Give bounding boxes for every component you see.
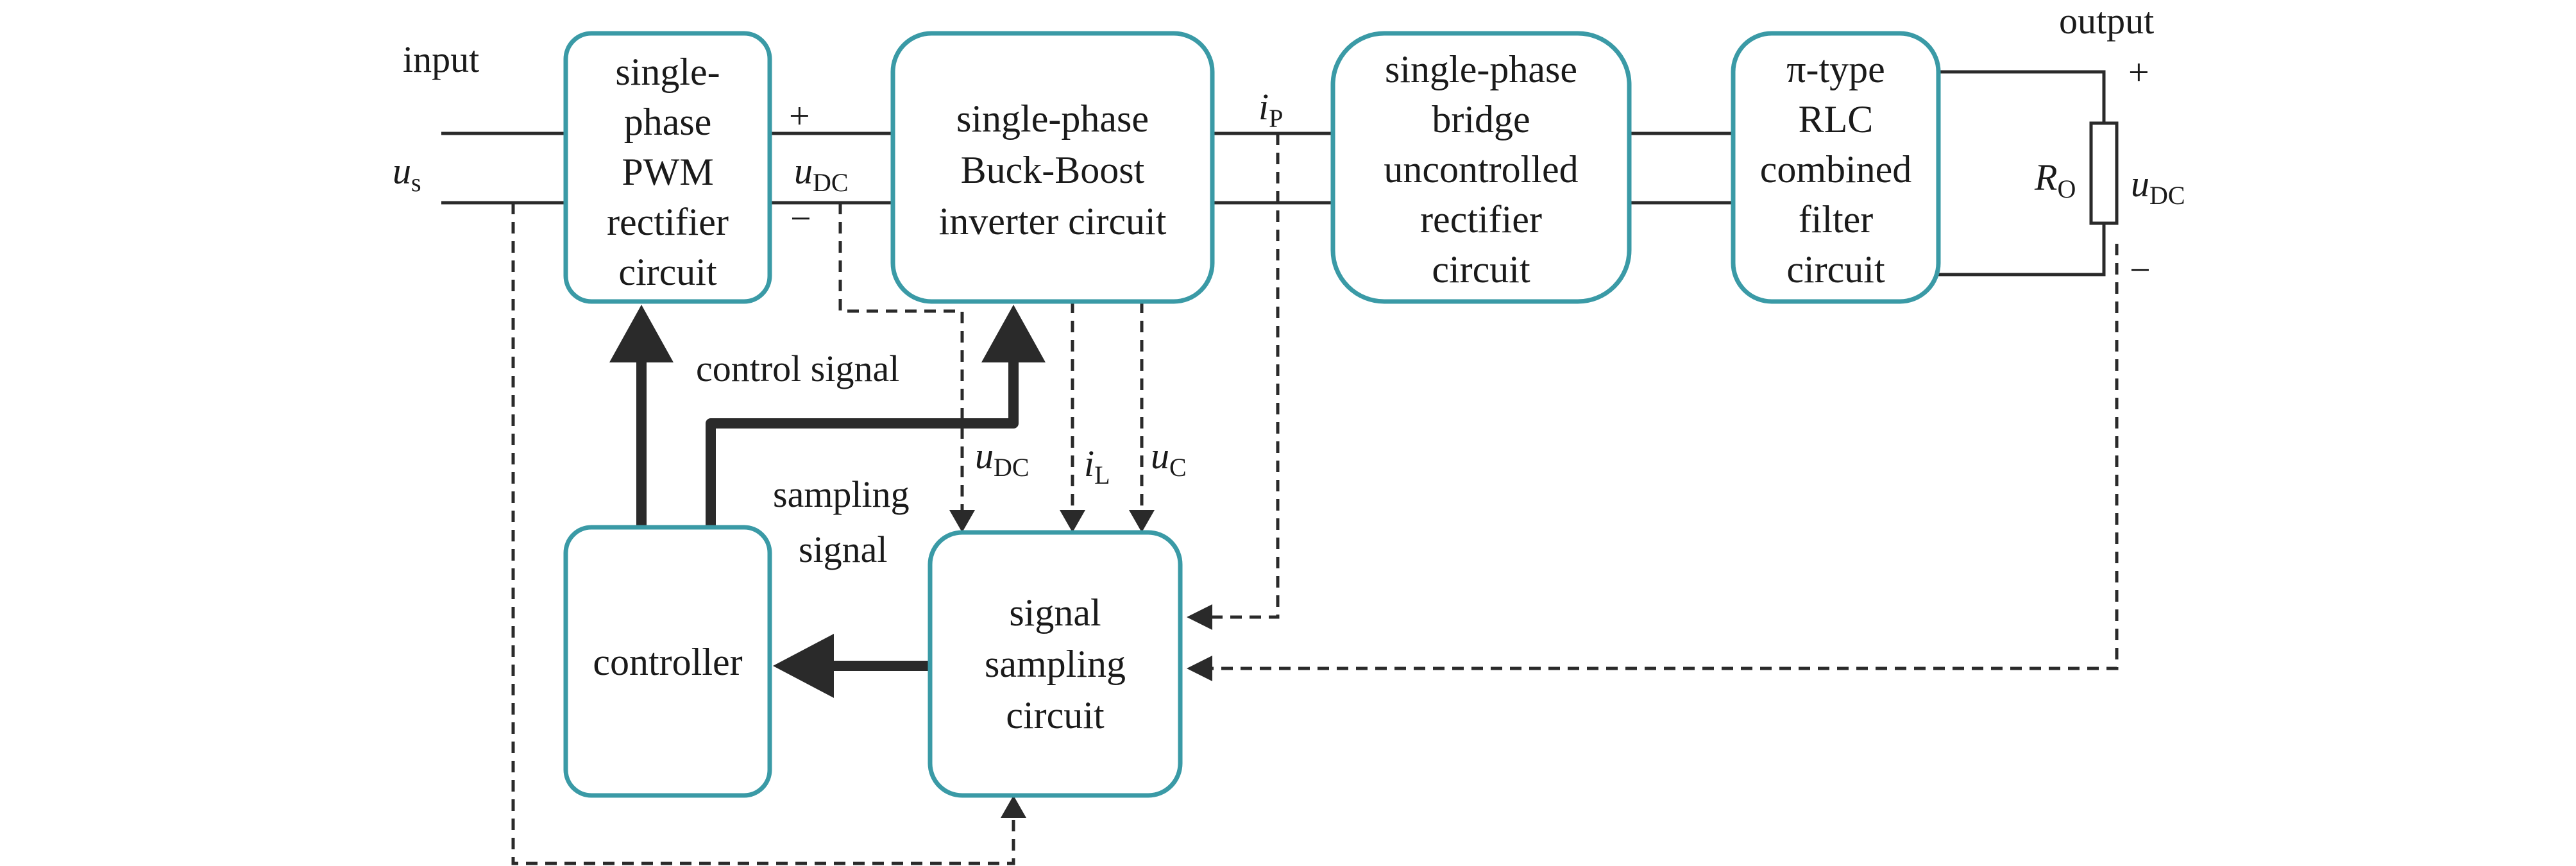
- il-main: i: [1084, 443, 1094, 484]
- il-symbol: iL: [1084, 443, 1110, 489]
- signal-sampling-block: signal sampling circuit: [928, 530, 1183, 798]
- arrowhead-rectifier: [609, 305, 674, 362]
- dash-udc-sample: [838, 203, 964, 510]
- us-main: u: [393, 150, 411, 192]
- buck-boost-inverter-block: single-phase Buck-Boost inverter circuit: [890, 31, 1215, 304]
- controller-block: controller: [563, 525, 772, 798]
- udc-sampling-symbol: uDC: [975, 435, 1030, 482]
- minus-sign-output: −: [2130, 249, 2151, 291]
- bridge-rectifier-block: single-phase bridge uncontrolled rectifi…: [1330, 31, 1632, 304]
- inverter-line-1: single-phase: [956, 98, 1149, 140]
- minus-sign-dc: −: [790, 198, 811, 239]
- bridge-line-4: rectifier: [1420, 198, 1542, 241]
- bridge-line-5: circuit: [1432, 248, 1530, 291]
- sampling-signal-label-2: signal: [799, 529, 888, 570]
- load-resistor: [2089, 121, 2119, 225]
- udc-input-main: u: [794, 150, 813, 192]
- bridge-line-1: single-phase: [1385, 48, 1577, 90]
- il-sub: L: [1094, 461, 1110, 489]
- filter-line-4: filter: [1799, 198, 1874, 241]
- udc-sampling-main: u: [975, 435, 994, 477]
- sampling-lines: [511, 133, 2119, 865]
- arrowhead-udc: [949, 510, 975, 532]
- arrowhead-input: [1001, 795, 1026, 818]
- power-wires: [441, 70, 2119, 276]
- rlc-filter-block: π-type RLC combined filter circuit: [1731, 31, 1941, 304]
- bridge-line-2: bridge: [1432, 98, 1530, 140]
- us-symbol: us: [393, 150, 421, 197]
- sampling-signal-label-1: sampling: [773, 473, 910, 515]
- pwm-rectifier-block: single- phase PWM rectifier circuit: [563, 31, 772, 304]
- plus-sign-dc: +: [789, 95, 810, 137]
- arrowhead-il: [1060, 510, 1085, 532]
- wire-output-bottom: [1938, 223, 2106, 276]
- rectifier-line-3: PWM: [622, 151, 713, 193]
- bridge-line-3: uncontrolled: [1384, 148, 1578, 191]
- rectifier-line-2: phase: [624, 101, 712, 143]
- udc-input-sub: DC: [813, 168, 849, 197]
- udc-input-symbol: uDC: [794, 150, 849, 197]
- control-arrows: [609, 305, 1046, 698]
- filter-line-2: RLC: [1799, 98, 1874, 140]
- filter-line-1: π-type: [1786, 48, 1885, 90]
- wire-output-top: [1938, 70, 2106, 123]
- arrowhead-controller: [773, 634, 834, 698]
- udc-output-sub: DC: [2149, 181, 2185, 210]
- udc-sampling-sub: DC: [994, 453, 1030, 482]
- arrowhead-inverter: [981, 305, 1046, 362]
- sampler-line-3: circuit: [1006, 694, 1105, 736]
- ip-main: i: [1258, 86, 1269, 128]
- sampler-line-1: signal: [1009, 591, 1101, 634]
- plus-sign-output: +: [2128, 51, 2149, 93]
- arrowhead-ip: [1187, 604, 1212, 630]
- arrowhead-uc: [1129, 510, 1155, 532]
- dash-ip-sample: [1212, 133, 1280, 619]
- ip-sub: P: [1269, 104, 1283, 133]
- input-label: input: [403, 38, 479, 80]
- uc-main: u: [1151, 435, 1169, 477]
- ro-symbol: RO: [2034, 157, 2076, 203]
- rectifier-line-1: single-: [615, 51, 720, 93]
- rectifier-line-4: rectifier: [607, 201, 729, 243]
- ip-symbol: iP: [1258, 86, 1283, 133]
- uc-symbol: uC: [1151, 435, 1187, 482]
- us-sub: s: [411, 168, 421, 197]
- controller-label: controller: [593, 641, 742, 683]
- output-label: output: [2059, 0, 2154, 42]
- arrow-controller-to-inverter: [706, 359, 1019, 527]
- udc-output-symbol: uDC: [2131, 163, 2185, 210]
- filter-line-5: circuit: [1786, 248, 1885, 291]
- sampler-line-2: sampling: [985, 643, 1126, 685]
- inverter-line-3: inverter circuit: [939, 200, 1167, 242]
- inverter-line-2: Buck-Boost: [961, 149, 1145, 191]
- rectifier-line-5: circuit: [618, 251, 717, 293]
- dash-input-sample: [511, 203, 1015, 865]
- control-signal-label: control signal: [696, 348, 899, 389]
- filter-line-3: combined: [1760, 148, 1912, 191]
- ro-main: R: [2034, 157, 2057, 198]
- udc-output-main: u: [2131, 163, 2149, 205]
- dash-output-sample: [1212, 244, 2119, 670]
- ro-sub: O: [2057, 174, 2076, 203]
- uc-sub: C: [1169, 453, 1187, 482]
- arrowhead-output: [1187, 656, 1212, 681]
